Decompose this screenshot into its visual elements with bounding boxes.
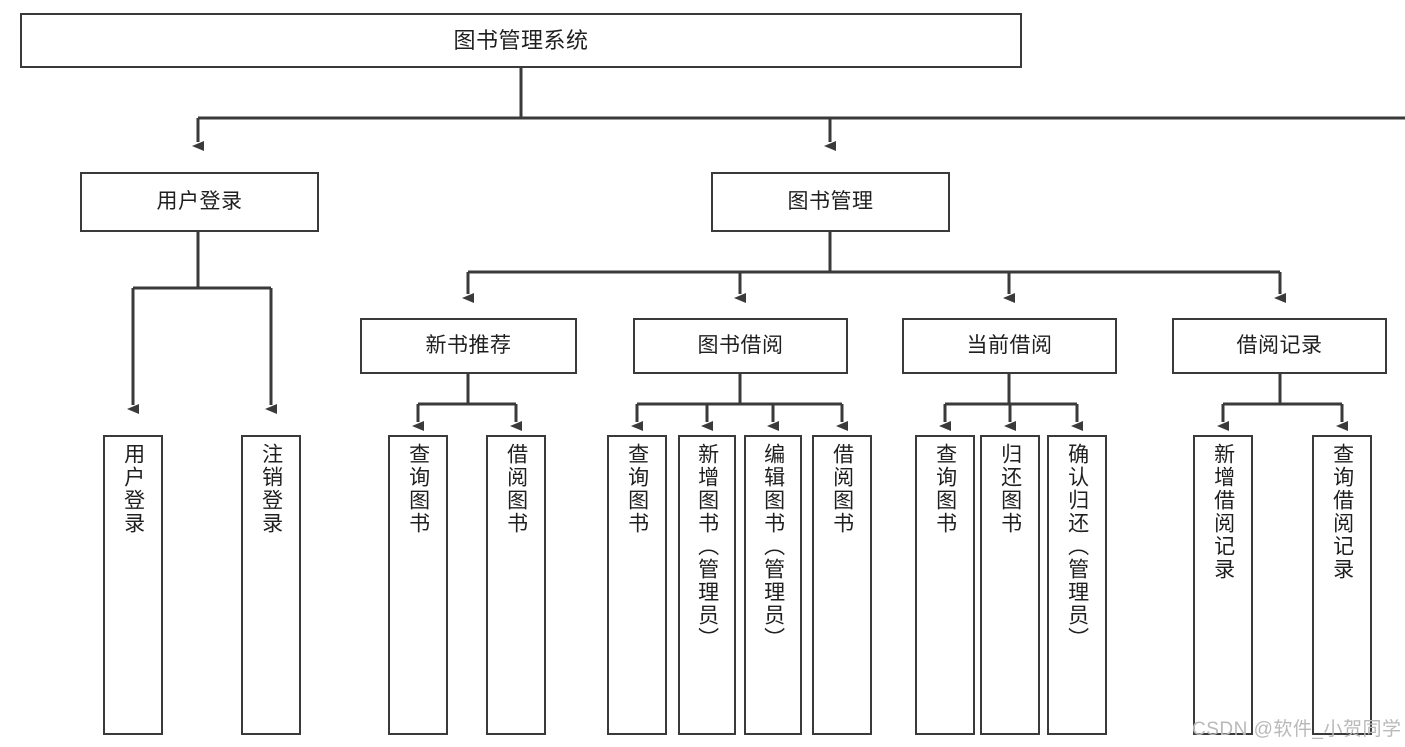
node-leaf-query-book-3-label: 查询图书 [933, 443, 957, 535]
csdn-watermark: CSDN @软件_小贺同学 [1192, 719, 1402, 740]
node-leaf-user-logout-label: 注销登录 [259, 443, 283, 535]
node-leaf-query-book-1[interactable]: 查询图书 [388, 435, 448, 735]
node-leaf-borrow-book-2[interactable]: 借阅图书 [812, 435, 872, 735]
node-borrow-record[interactable]: 借阅记录 [1172, 318, 1387, 374]
node-leaf-user-logout[interactable]: 注销登录 [241, 435, 301, 735]
node-leaf-query-book-2[interactable]: 查询图书 [607, 435, 667, 735]
node-current-borrow-label: 当前借阅 [966, 333, 1053, 357]
node-leaf-return-book-label: 归还图书 [998, 443, 1022, 535]
node-borrow-record-label: 借阅记录 [1236, 333, 1323, 357]
node-leaf-add-book-label: 新增图书（管理员） [695, 443, 719, 650]
node-leaf-return-book[interactable]: 归还图书 [980, 435, 1040, 735]
node-book-manage-label: 图书管理 [787, 189, 874, 213]
node-leaf-borrow-book-1[interactable]: 借阅图书 [486, 435, 546, 735]
node-leaf-borrow-book-2-label: 借阅图书 [830, 443, 854, 535]
node-current-borrow[interactable]: 当前借阅 [902, 318, 1117, 374]
node-new-book-recommend-label: 新书推荐 [425, 333, 512, 357]
node-book-borrow[interactable]: 图书借阅 [633, 318, 848, 374]
node-root-book-management-system[interactable]: 图书管理系统 [20, 13, 1022, 68]
node-leaf-borrow-book-1-label: 借阅图书 [504, 443, 528, 535]
node-leaf-add-book[interactable]: 新增图书（管理员） [678, 435, 736, 735]
node-leaf-edit-book[interactable]: 编辑图书（管理员） [744, 435, 802, 735]
node-leaf-user-login-label: 用户登录 [121, 443, 145, 535]
node-leaf-add-record-label: 新增借阅记录 [1211, 443, 1235, 581]
node-user-login-label: 用户登录 [156, 189, 243, 213]
node-leaf-query-book-1-label: 查询图书 [406, 443, 430, 535]
node-leaf-add-record[interactable]: 新增借阅记录 [1193, 435, 1253, 735]
node-leaf-confirm-return[interactable]: 确认归还（管理员） [1047, 435, 1107, 735]
node-leaf-query-book-2-label: 查询图书 [625, 443, 649, 535]
node-root-label: 图书管理系统 [453, 27, 589, 53]
node-leaf-confirm-return-label: 确认归还（管理员） [1065, 443, 1089, 650]
node-leaf-query-record-label: 查询借阅记录 [1330, 443, 1354, 581]
node-book-borrow-label: 图书借阅 [697, 333, 784, 357]
node-user-login[interactable]: 用户登录 [80, 172, 319, 232]
node-leaf-edit-book-label: 编辑图书（管理员） [761, 443, 785, 650]
node-leaf-query-record[interactable]: 查询借阅记录 [1312, 435, 1372, 735]
node-book-manage[interactable]: 图书管理 [711, 172, 950, 232]
node-new-book-recommend[interactable]: 新书推荐 [360, 318, 577, 374]
node-leaf-user-login[interactable]: 用户登录 [103, 435, 163, 735]
node-leaf-query-book-3[interactable]: 查询图书 [915, 435, 975, 735]
